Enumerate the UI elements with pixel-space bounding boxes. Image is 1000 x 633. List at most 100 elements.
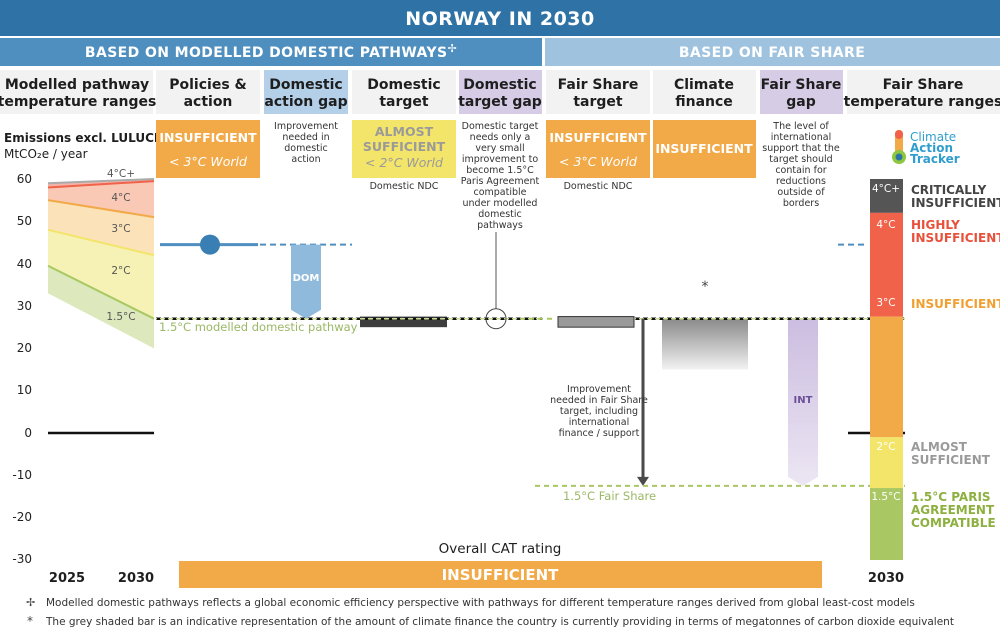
pathway-line — [47, 178, 155, 185]
fair-share-target-bar — [557, 316, 635, 328]
y-tick: -30 — [12, 552, 32, 566]
finance-asterisk: * — [702, 279, 709, 295]
int-gap-label: INT — [794, 395, 813, 406]
rating-dom-target-sub: < 2°C World — [365, 155, 443, 170]
fs-improvement-arrow-head — [637, 476, 649, 486]
y-tick: 0 — [24, 426, 32, 440]
y-tick: -10 — [12, 468, 32, 482]
band-label-4c-plus: 4°C+ — [107, 168, 135, 180]
rating-policies-sub: < 3°C World — [169, 154, 247, 169]
rating-finance-label: INSUFFICIENT — [655, 141, 753, 156]
band-label-3c: 3°C — [111, 223, 130, 235]
dom-target-gap-circle — [485, 308, 507, 330]
col-bg-finance — [653, 70, 756, 114]
band-label-4c: 4°C — [111, 192, 130, 204]
col-bg-fs-gap — [760, 70, 843, 114]
col-bg-dom-target-gap — [459, 70, 542, 114]
section-left-title: BASED ON MODELLED DOMESTIC PATHWAYS✢ — [85, 42, 457, 61]
y-tick: 10 — [17, 383, 32, 397]
band-label-1-5c: 1.5°C — [106, 311, 135, 323]
overall-rating-label: Overall CAT rating — [439, 541, 562, 557]
col-bg-fs-ranges — [847, 70, 1000, 114]
band-labels: 4°C+ 4°C 3°C 2°C 1.5°C — [106, 168, 135, 323]
domestic-target-bar — [360, 316, 447, 328]
pathway-band — [48, 200, 154, 256]
fs-range-name: 4°C+ — [872, 183, 900, 195]
int-gap-arrow — [788, 318, 818, 486]
y-tick: -20 — [12, 510, 32, 524]
col-bg-policies — [156, 70, 260, 114]
footnote-text: The grey shaded bar is an indicative rep… — [45, 616, 954, 628]
fs-range-name: 3°C — [876, 297, 895, 309]
title-banner — [0, 0, 1000, 36]
rating-dom-target-box — [352, 120, 456, 178]
fs-target-ndc-note: Domestic NDC — [564, 181, 633, 192]
rating-fs-target-sub: < 3°C World — [559, 154, 637, 169]
modelled-pathway-bands — [47, 178, 155, 349]
y-tick: 50 — [17, 214, 32, 228]
climate-finance-bar — [662, 318, 748, 370]
fair-share-range-bars — [870, 179, 903, 560]
y-tick: 60 — [17, 172, 32, 186]
thermometer-icon — [892, 130, 906, 164]
section-right-title: BASED ON FAIR SHARE — [679, 45, 865, 61]
chart-marks — [156, 232, 905, 487]
dom-gap-label: DOM — [293, 273, 320, 284]
pathway-line — [47, 180, 155, 189]
fs-range-bar — [870, 316, 903, 438]
fs-range-bar — [870, 212, 903, 317]
fs-range-name: 1.5°C — [871, 491, 900, 503]
dom-target-ndc-note: Domestic NDC — [370, 181, 439, 192]
footnote-mark: ✢ — [26, 596, 35, 609]
fs-range-bar — [870, 437, 903, 489]
section-right-banner — [545, 38, 1000, 66]
fs-range-bar — [870, 179, 903, 213]
col-bg-fs-target — [546, 70, 650, 114]
policies-dot — [200, 234, 220, 255]
footnote-mark: * — [27, 614, 33, 628]
pathway-line — [47, 264, 155, 320]
footnote-text: Modelled domestic pathways reflects a gl… — [46, 597, 915, 609]
pathway-band — [48, 181, 154, 218]
band-label-2c: 2°C — [111, 265, 130, 277]
col-bg-dom-target — [352, 70, 456, 114]
x-tick-2030: 2030 — [118, 571, 154, 586]
y-tick: 40 — [17, 257, 32, 271]
fs-range-name: 4°C — [876, 219, 895, 231]
y-axis-label: Emissions excl. LULUCF — [4, 131, 162, 145]
rating-fs-target-label: INSUFFICIENT — [549, 130, 647, 145]
section-left-banner — [0, 38, 542, 66]
fs-1-5-label: 1.5°C Fair Share — [563, 489, 656, 503]
x-tick-2025: 2025 — [49, 571, 85, 586]
overall-rating-box — [179, 561, 822, 588]
col-bg-modelled — [0, 70, 153, 114]
overall-rating-value: INSUFFICIENT — [442, 566, 560, 584]
pathway-band — [48, 265, 154, 349]
rating-finance-box — [653, 120, 756, 178]
pathway-band — [48, 229, 154, 319]
y-ticks: 60 50 40 30 20 10 0 -10 -20 -30 — [12, 172, 32, 566]
rating-policies-label: INSUFFICIENT — [159, 130, 257, 145]
pathway-line — [47, 228, 155, 257]
fs-x-tick-2030: 2030 — [868, 571, 904, 586]
rating-policies-box — [156, 120, 260, 178]
y-tick: 20 — [17, 341, 32, 355]
y-axis-unit: MtCO₂e / year — [4, 147, 88, 161]
